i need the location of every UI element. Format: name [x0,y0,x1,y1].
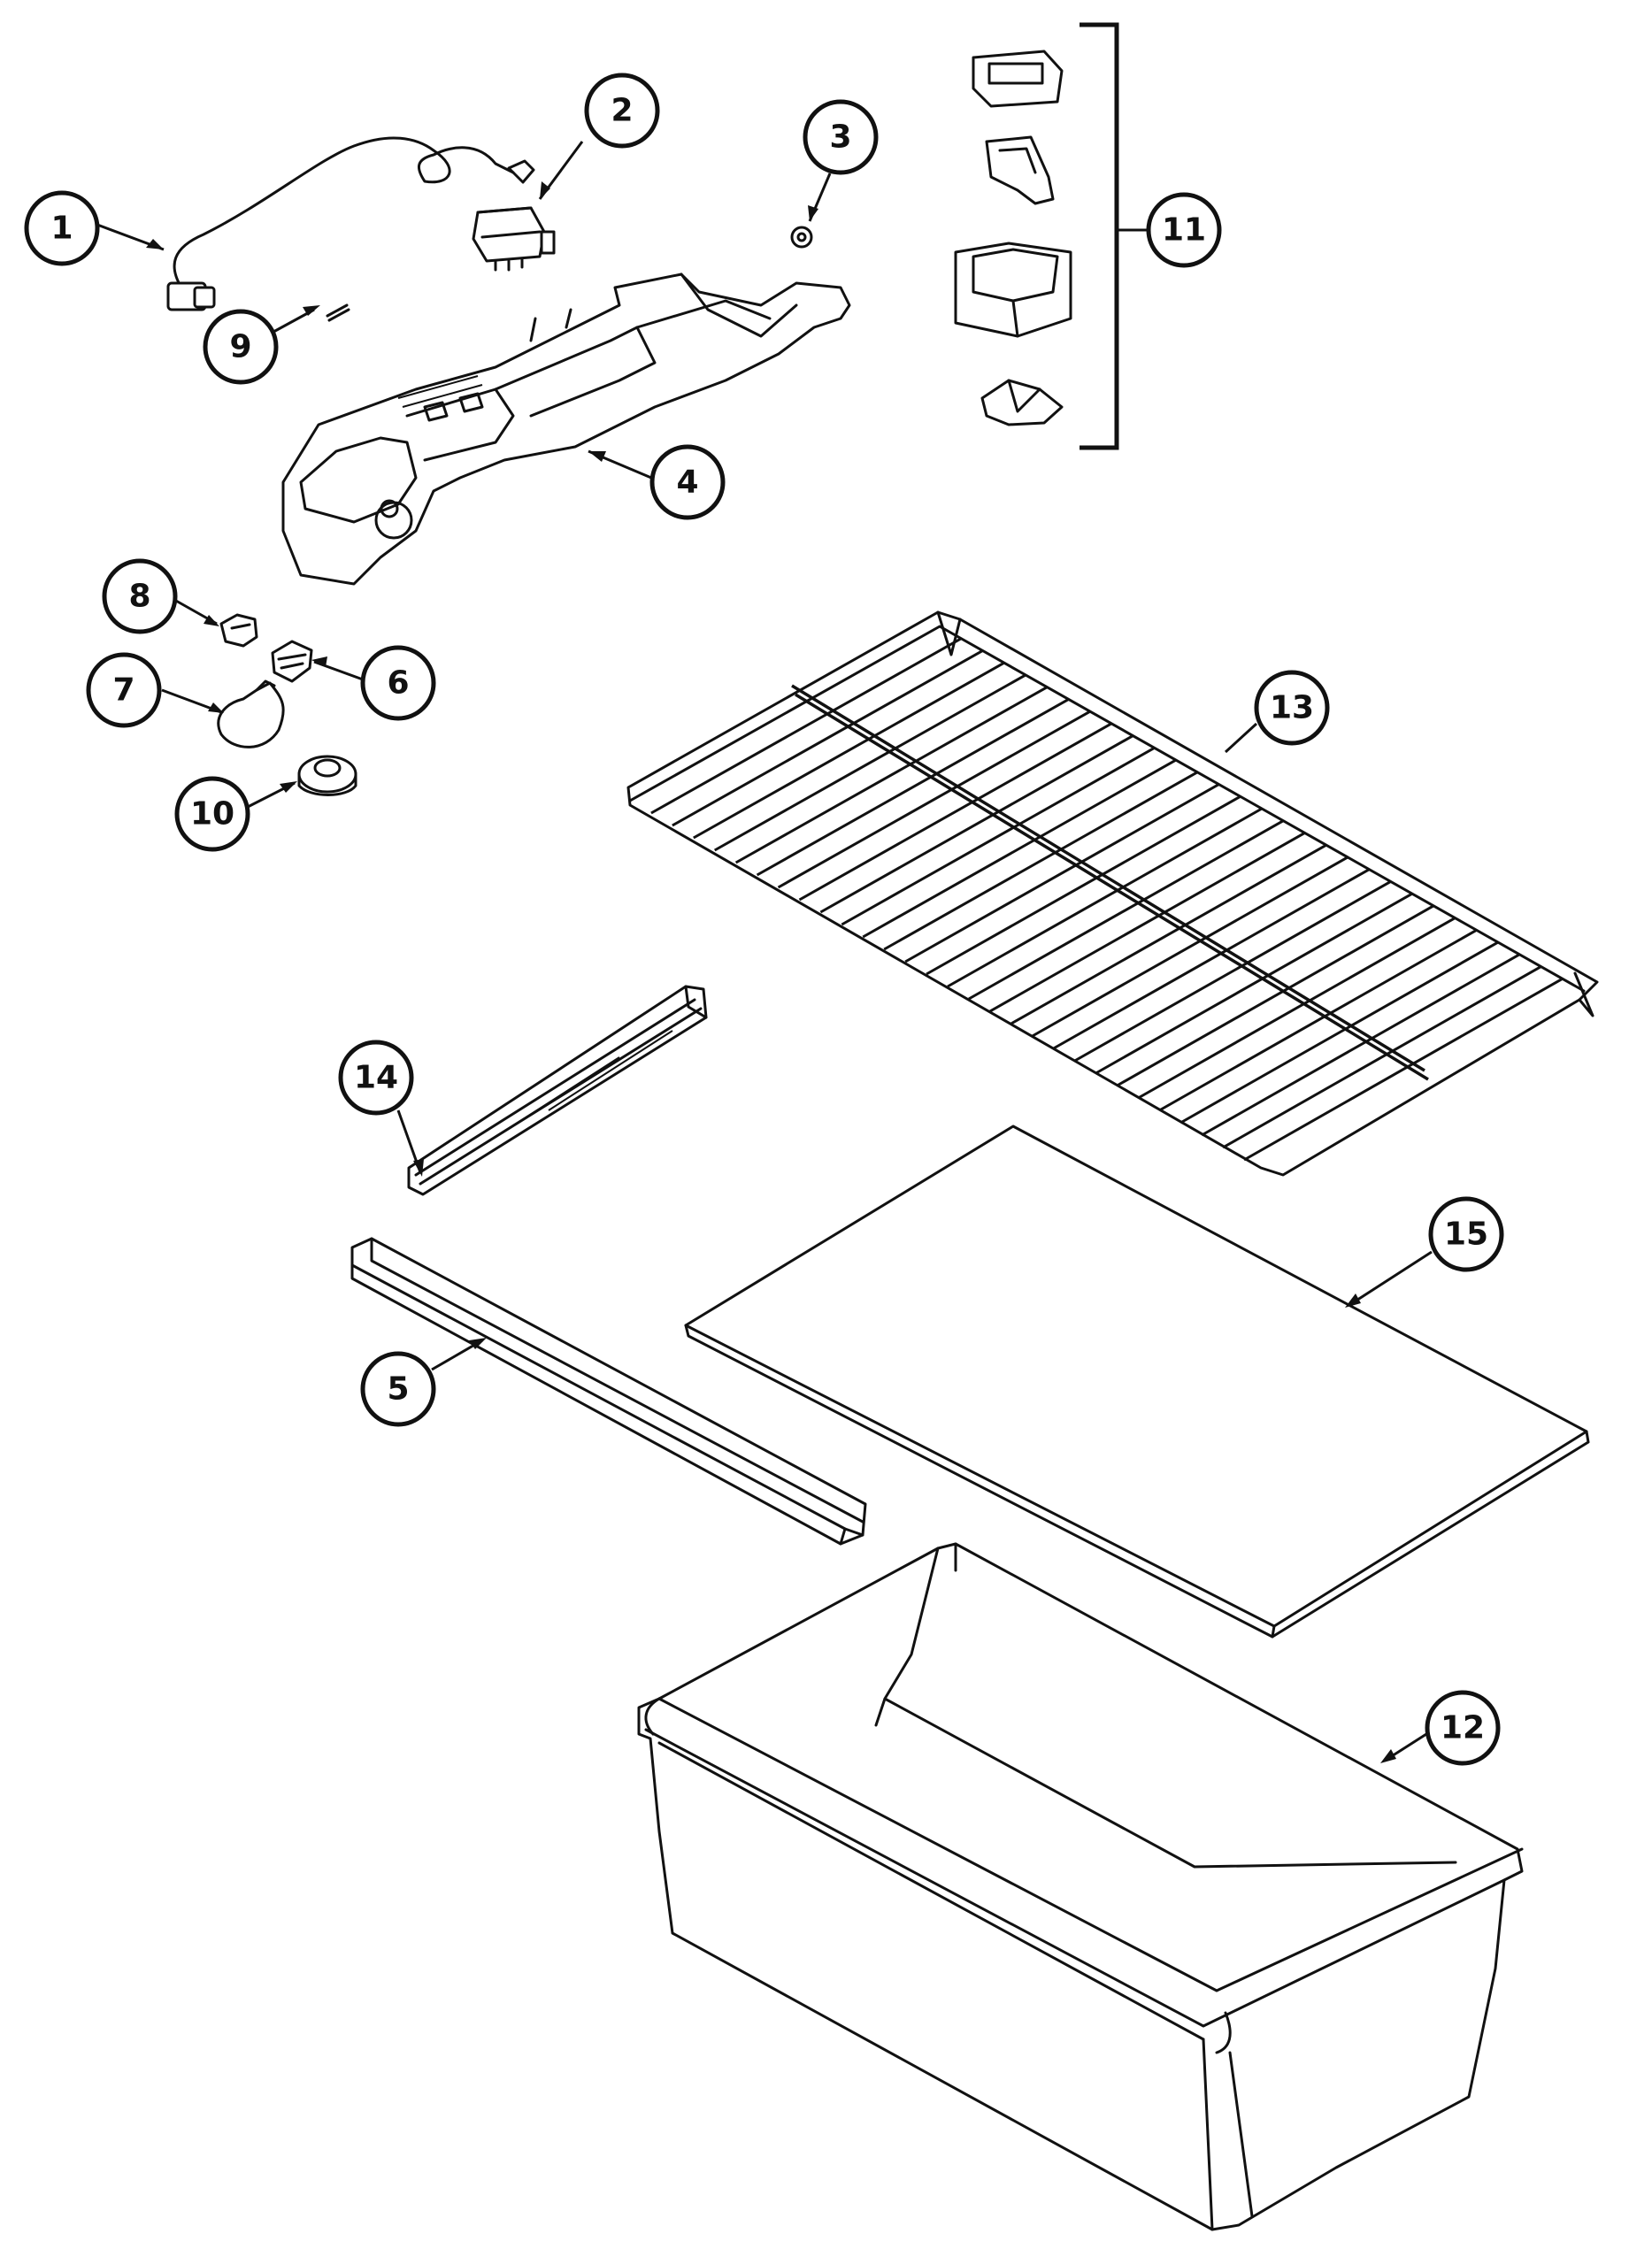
shelf-wire [1137,917,1456,1100]
shelf-wire [734,686,1049,864]
shelf-wire [693,661,1005,840]
shelf-wire [1073,880,1392,1063]
shelf-wire [1031,856,1348,1038]
callout-14: 14 [338,1040,414,1116]
shelf-wire [1010,843,1327,1025]
part-1-wire-harness [166,136,535,311]
callout-7: 7 [86,652,162,728]
part-13-wire-shelf [626,610,1599,1177]
shelf-wire [756,698,1070,877]
shelf-wire [798,722,1112,902]
callout-15: 15 [1428,1196,1504,1272]
callout-4-label: 4 [676,464,698,501]
shelf-wires [650,637,1564,1162]
callout-11: 11 [1146,192,1222,268]
part-8-socket [219,613,258,648]
shelf-wire [1222,965,1542,1149]
callout-8: 8 [102,558,178,634]
callout-9-label: 9 [229,329,251,365]
shelf-wire [672,649,984,827]
shelf-wire [1243,977,1564,1162]
shelf-wire [883,771,1198,951]
shelf-wire [947,807,1263,988]
part-14-shelf-trim [407,985,708,1196]
shelf-wire [1201,953,1520,1137]
callout-10: 10 [174,776,250,852]
shelf-wire [904,783,1220,963]
callout-6: 6 [360,645,436,721]
part-3-nut [790,226,813,249]
shelf-wire [968,819,1285,1001]
callout-12: 12 [1425,1690,1501,1766]
callout-13: 13 [1254,670,1330,746]
callout-9: 9 [203,309,279,385]
part-12-crisper-drawer [637,1542,1524,2231]
part-15-glass-panel [684,1124,1590,1639]
callout-11-label: 11 [1162,212,1206,249]
part-7-light-bulb [217,679,285,748]
callout-5-label: 5 [387,1371,409,1408]
callout-4: 4 [649,444,726,520]
shelf-wire [1158,929,1478,1112]
shelf-wire [1116,904,1434,1087]
callout-2: 2 [584,73,660,149]
shelf-wire [926,794,1241,976]
leader-lines [96,141,1433,1763]
shelf-wire [1179,940,1499,1124]
part-6-lamp-socket [271,640,313,683]
shelf-wire [841,747,1156,926]
shelf-wire [650,637,963,815]
callout-8-label: 8 [128,579,150,615]
callout-5: 5 [360,1351,436,1427]
shelf-wire [989,832,1306,1013]
callout-12-label: 12 [1441,1710,1485,1746]
shelf-wire [713,673,1026,852]
callout-15-label: 15 [1444,1217,1488,1253]
shelf-wire [1095,892,1413,1075]
part-2-control-module [472,206,556,272]
shelf-wire [1052,868,1371,1050]
callout-7-label: 7 [112,672,134,709]
part-11-parts-group [954,22,1150,450]
shelf-wire [777,710,1091,889]
part-10-control-knob [297,755,357,796]
callout-3: 3 [803,99,879,175]
callout-1: 1 [24,190,100,266]
shelf-wire [862,758,1177,939]
part-9-pin [326,303,350,322]
part-5-channel [350,1237,867,1546]
shelf-wire [819,734,1134,914]
callout-1-label: 1 [50,211,73,247]
callout-10-label: 10 [190,796,234,833]
callout-13-label: 13 [1270,690,1314,726]
callout-14-label: 14 [354,1060,398,1096]
part-4-control-housing [281,272,851,586]
callout-3-label: 3 [829,119,851,156]
callout-2-label: 2 [611,93,633,129]
callout-6-label: 6 [387,665,409,702]
